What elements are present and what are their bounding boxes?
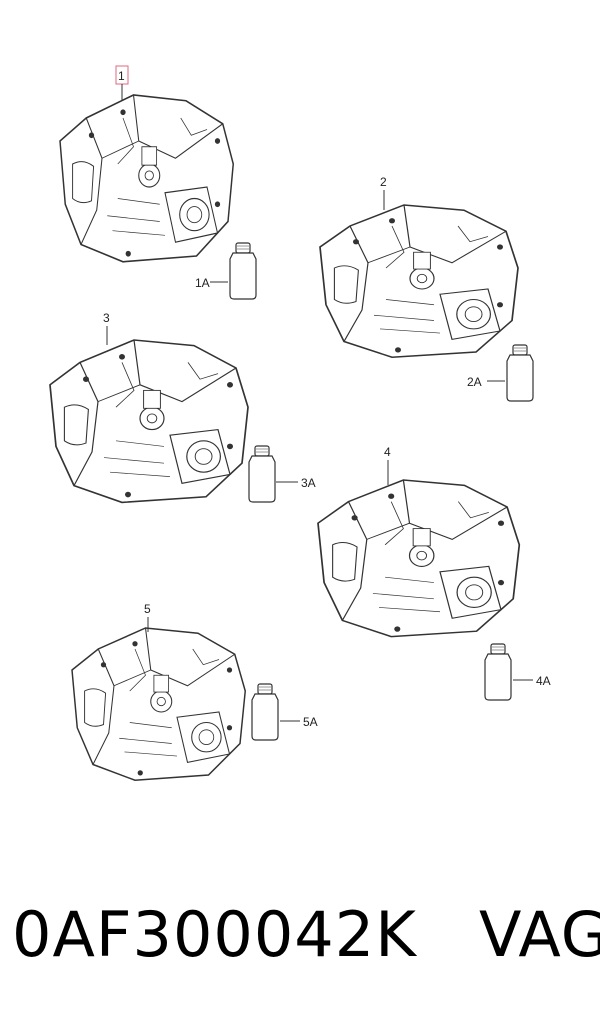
- callout-4a: 4A: [536, 674, 551, 688]
- oil-bottle-5a: [251, 683, 279, 741]
- gearbox-3: [49, 339, 249, 504]
- callout-3: 3: [103, 311, 110, 325]
- callout-2: 2: [380, 175, 387, 189]
- callout-5: 5: [144, 602, 151, 616]
- part-number-caption: 0AF300042K VAG: [12, 898, 600, 971]
- oil-bottle-3a: [248, 445, 276, 503]
- callout-2a: 2A: [467, 375, 482, 389]
- gearbox-2: [319, 204, 519, 359]
- callout-1: 1: [118, 69, 125, 83]
- oil-bottle-2a: [506, 344, 534, 402]
- callout-4: 4: [384, 445, 391, 459]
- callout-3a: 3A: [301, 476, 316, 490]
- oil-bottle-4a: [484, 643, 512, 701]
- gearbox-5: [71, 627, 246, 781]
- oil-bottle-1a: [229, 242, 257, 300]
- gearbox-1: [59, 94, 235, 263]
- callout-5a: 5A: [303, 715, 318, 729]
- gearbox-4: [317, 479, 521, 638]
- callout-1a: 1A: [195, 276, 210, 290]
